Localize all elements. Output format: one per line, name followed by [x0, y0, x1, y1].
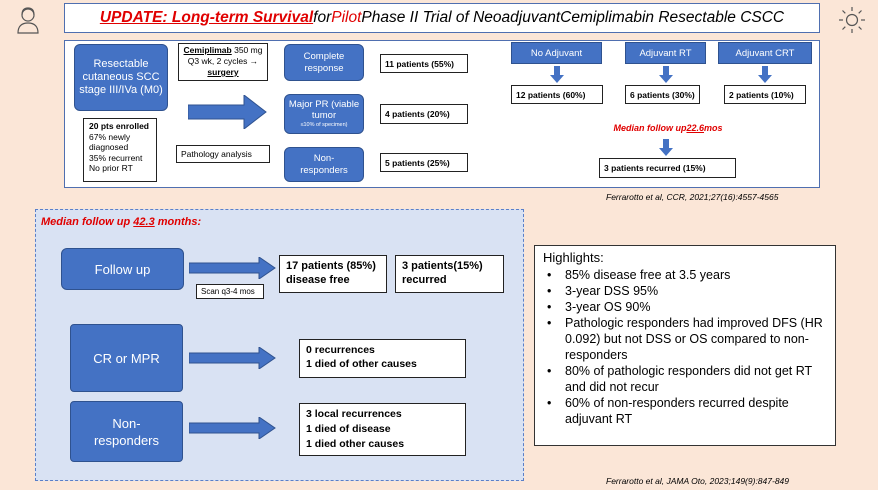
citation-top: Ferrarotto et al, CCR, 2021;27(16):4557-…: [606, 192, 779, 202]
major-pr-box: Major PR (viable tumor ≤10% of specimen): [284, 94, 364, 134]
person-icon: [16, 6, 40, 34]
cr-mpr-result-box: 0 recurrences 1 died of other causes: [299, 339, 466, 378]
median-follow-top: Median follow up 22.6 mos: [604, 120, 732, 136]
complete-result: 11 patients (55%): [380, 54, 468, 73]
follow-up-arrow: [189, 257, 276, 279]
enrolled-box: 20 pts enrolled 67% newly diagnosed 35% …: [83, 118, 157, 182]
highlights-list: 85% disease free at 3.5 years 3-year DSS…: [543, 267, 827, 427]
treatment-box: Cemiplimab 350 mg Q3 wk, 2 cycles → surg…: [178, 43, 268, 81]
page-title: UPDATE: Long-term Survival for Pilot Pha…: [64, 3, 820, 33]
pathology-box: Pathology analysis: [176, 145, 270, 163]
recurred-box: 3 patients recurred (15%): [599, 158, 736, 178]
adjuvant-rt-box: Adjuvant RT: [625, 42, 706, 64]
follow-up-box: Follow up: [61, 248, 184, 290]
highlight-item: 60% of non-responders recurred despite a…: [543, 395, 827, 427]
adjuvant-rt-result: 6 patients (30%): [625, 85, 700, 104]
highlight-item: 3-year OS 90%: [543, 299, 827, 315]
citation-bottom: Ferrarotto et al, JAMA Oto, 2023;149(9):…: [606, 476, 790, 486]
treatment-arrow: [188, 95, 267, 129]
no-adjuvant-result: 12 patients (60%): [511, 85, 603, 104]
highlight-item: 3-year DSS 95%: [543, 283, 827, 299]
adjuvant-crt-result: 2 patients (10%): [724, 85, 806, 104]
no-adjuvant-box: No Adjuvant: [511, 42, 602, 64]
scc-box: Resectable cutaneous SCC stage III/IVa (…: [74, 44, 168, 111]
adjuvant-crt-arrow: [758, 66, 772, 83]
highlight-item: 85% disease free at 3.5 years: [543, 267, 827, 283]
recurred-bottom-box: 3 patients(15%) recurred: [395, 255, 504, 293]
disease-free-box: 17 patients (85%) disease free: [279, 255, 387, 293]
highlights-box: Highlights: 85% disease free at 3.5 year…: [534, 245, 836, 446]
non-responders-box: Non-responders: [284, 147, 364, 182]
scan-box: Scan q3-4 mos: [196, 284, 264, 299]
median-follow-bottom: Median follow up 42.3 months:: [41, 216, 202, 228]
nonresp-result: 5 patients (25%): [380, 153, 468, 172]
adjuvant-rt-arrow: [659, 66, 673, 83]
cr-mpr-arrow: [189, 347, 276, 369]
highlights-heading: Highlights:: [543, 250, 604, 265]
complete-response-box: Complete response: [284, 44, 364, 81]
no-adjuvant-arrow: [550, 66, 564, 83]
recurred-arrow: [659, 139, 673, 156]
adjuvant-crt-box: Adjuvant CRT: [718, 42, 812, 64]
highlight-item: Pathologic responders had improved DFS (…: [543, 315, 827, 363]
cr-mpr-box: CR or MPR: [70, 324, 183, 392]
non-responders-bottom-box: Non-responders: [70, 401, 183, 462]
non-responders-result-box: 3 local recurrences 1 died of disease 1 …: [299, 403, 466, 456]
major-pr-result: 4 patients (20%): [380, 104, 468, 124]
sun-icon: [838, 6, 866, 34]
highlight-item: 80% of pathologic responders did not get…: [543, 363, 827, 395]
non-responders-arrow: [189, 417, 276, 439]
